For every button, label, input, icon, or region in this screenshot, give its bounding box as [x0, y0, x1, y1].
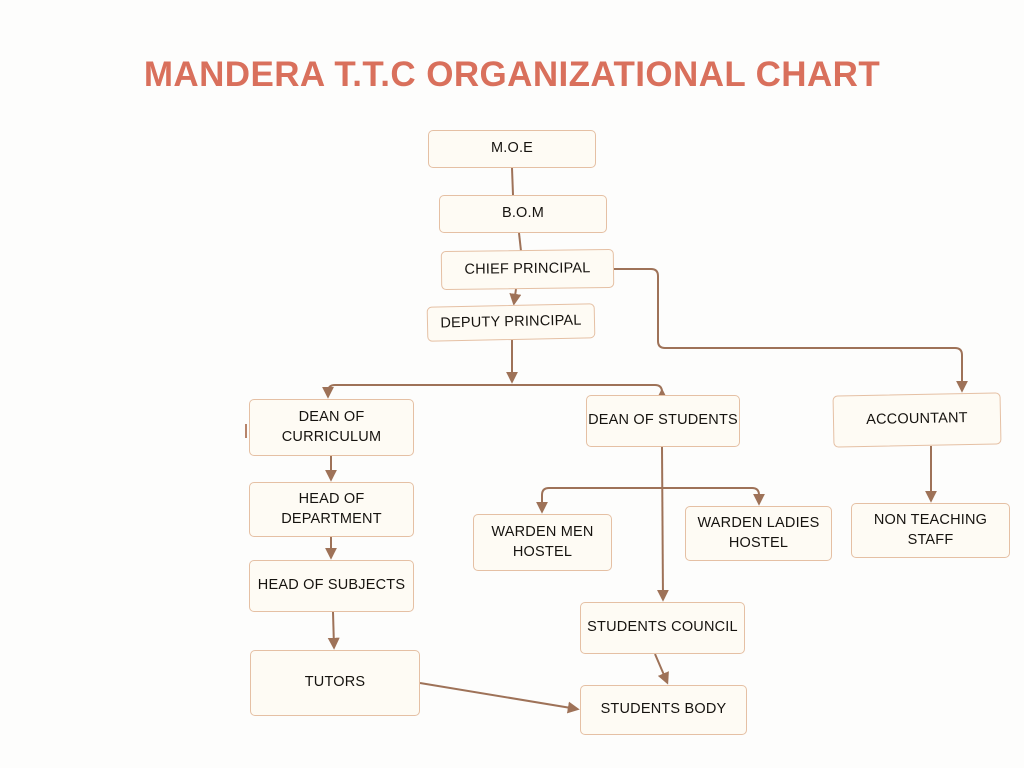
node-head-of-department[interactable]: HEAD OF DEPARTMENT [249, 482, 414, 537]
edge-bus-left [322, 384, 512, 399]
edge-moe-bom [511, 167, 514, 196]
node-students-council[interactable]: STUDENTS COUNCIL [580, 602, 745, 654]
node-tutors[interactable]: TUTORS [250, 650, 420, 716]
edge-tutors-body [419, 682, 580, 714]
edge-bom-chief [518, 232, 522, 252]
node-warden-men-hostel[interactable]: WARDEN MEN HOSTEL [473, 514, 612, 571]
node-students-body[interactable]: STUDENTS BODY [580, 685, 747, 735]
node-dean-of-curriculum[interactable]: DEAN OF CURRICULUM [249, 399, 414, 456]
node-accountant[interactable]: ACCOUNTANT [832, 392, 1002, 448]
edge-students-council [656, 446, 669, 602]
node-bom[interactable]: B.O.M [439, 195, 607, 233]
edge-chief-deputy [509, 288, 522, 306]
node-dean-of-students[interactable]: DEAN OF STUDENTS [586, 395, 740, 447]
edge-bus-right [512, 384, 668, 401]
edge-chief-accountant [614, 268, 968, 393]
node-warden-ladies-hostel[interactable]: WARDEN LADIES HOSTEL [685, 506, 832, 561]
edge-warden-bus-right [662, 487, 765, 506]
stray-mark [245, 424, 247, 438]
node-moe[interactable]: M.O.E [428, 130, 596, 168]
node-deputy-principal[interactable]: DEPUTY PRINCIPAL [426, 303, 596, 342]
page-title: MANDERA T.T.C ORGANIZATIONAL CHART [143, 55, 881, 94]
edge-council-body [654, 653, 669, 685]
node-non-teaching-staff[interactable]: NON TEACHING STAFF [851, 503, 1010, 558]
edge-subjects-tutors [327, 611, 340, 650]
edge-warden-bus-left [536, 487, 662, 514]
node-chief-principal[interactable]: CHIEF PRINCIPAL [440, 248, 615, 291]
node-head-of-subjects[interactable]: HEAD OF SUBJECTS [249, 560, 414, 612]
